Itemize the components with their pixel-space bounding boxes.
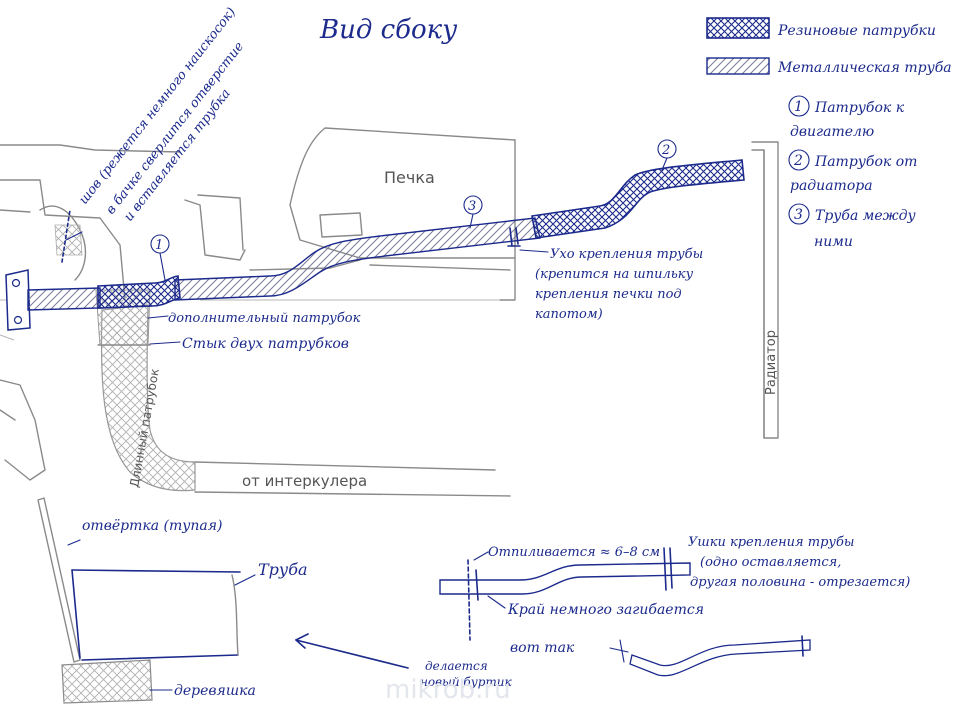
bead-tool-sketch: отвёртка (тупая) Труба деревяшка: [37, 497, 409, 704]
edge-bent-label: Край немного загибается: [507, 602, 704, 618]
new-bead-line-a: делается: [425, 659, 488, 673]
explain-3-line-a: Труба между: [815, 208, 916, 224]
seam-line-c: и вставляется трубка: [121, 86, 234, 224]
ears-line-a: Ушки крепления трубы: [688, 535, 855, 550]
watermark: mikrob.ru: [385, 675, 511, 705]
marker-1: 1: [155, 238, 163, 253]
explain-2-line-a: Патрубок от: [814, 154, 917, 170]
intercooler-label: от интеркулера: [242, 472, 367, 490]
joint-label: Стык двух патрубков: [182, 336, 349, 352]
ears-line-b: (одно оставляется,: [700, 555, 841, 570]
radiator-label: Радиатор: [764, 330, 779, 395]
pipe-end-detail: Отпиливается ≈ 6–8 см Ушки крепления тру…: [420, 535, 910, 689]
ear-line-a: Ухо крепления трубы: [550, 247, 703, 262]
pipe-assembly: [5, 159, 745, 331]
explain-1-num: 1: [794, 99, 803, 115]
stove-label: Печка: [384, 168, 435, 187]
explain-2-num: 2: [793, 153, 803, 169]
legend: Резиновые патрубки Металлическая труба: [706, 17, 952, 76]
cut-label: Отпиливается ≈ 6–8 см: [488, 545, 660, 560]
legend-metal-label: Металлическая труба: [777, 60, 952, 76]
extra-hose-label: дополнительный патрубок: [168, 311, 361, 326]
legend-metal-swatch: [706, 57, 770, 75]
wood-label: деревяшка: [174, 683, 256, 699]
explain-3-num: 3: [794, 207, 803, 223]
ear-line-d: капотом): [535, 307, 603, 322]
marker-2: 2: [661, 143, 670, 158]
seam-note: шов (режется немного наискосок) в бачке …: [61, 5, 247, 263]
hose-notes: дополнительный патрубок Стык двух патруб…: [147, 311, 361, 352]
explain-3-line-b: ними: [814, 234, 853, 250]
pipe-label: Труба: [258, 560, 308, 579]
explain-1-line-a: Патрубок к: [814, 100, 905, 116]
like-this-label: вот так: [510, 640, 575, 656]
explain-1-line-b: двигателю: [790, 124, 874, 140]
seam-line-b: в бачке сверлится отверстие: [103, 39, 247, 217]
explain-2-line-b: радиатора: [790, 178, 873, 194]
ear-note: Ухо крепления трубы (крепится на шпильку…: [519, 247, 703, 322]
screwdriver-label: отвёртка (тупая): [82, 518, 223, 534]
ear-line-c: крепления печки под: [535, 287, 682, 302]
diagram-title: Вид сбоку: [319, 15, 457, 45]
new-bead-line-b: новый буртик: [420, 675, 513, 689]
ear-line-b: (крепится на шпильку: [535, 267, 694, 282]
marker-3: 3: [468, 199, 476, 214]
numbered-explanations: 1 Патрубок к двигателю 2 Патрубок от рад…: [788, 95, 917, 250]
legend-rubber-swatch: [706, 17, 770, 39]
legend-rubber-label: Резиновые патрубки: [777, 23, 936, 39]
ears-line-c: другая половина - отрезается): [690, 575, 910, 590]
callout-markers: 1 2 3: [150, 139, 677, 281]
